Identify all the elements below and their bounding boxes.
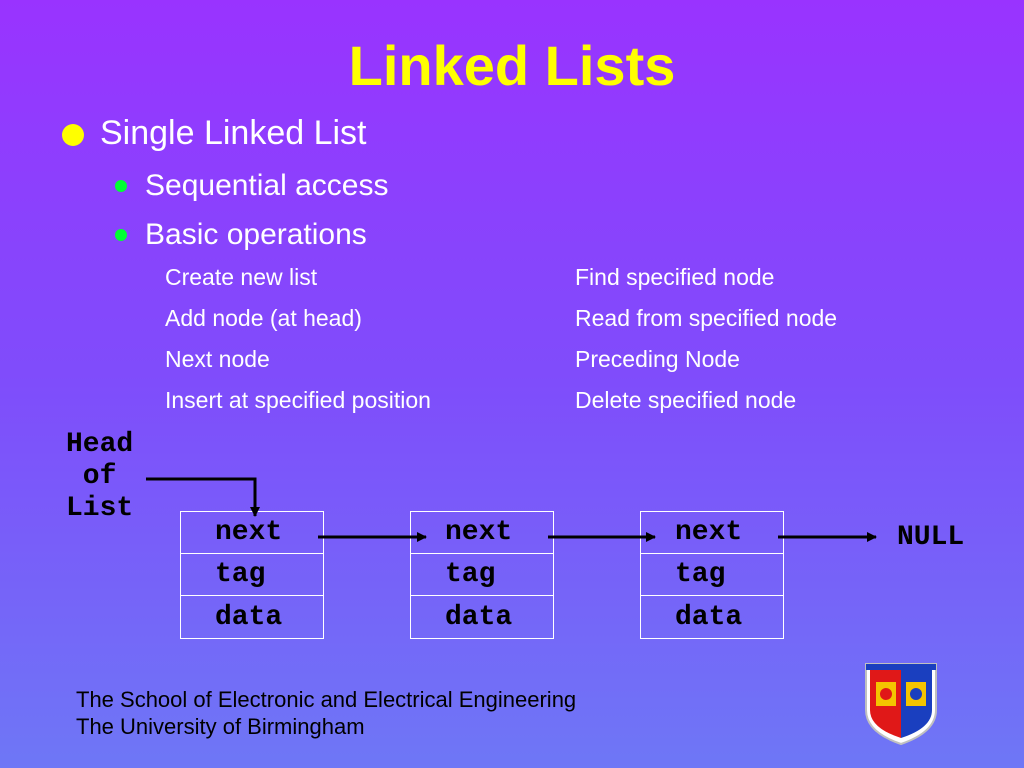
node-next-field: next: [641, 512, 783, 554]
operations-list-left: Create new list Add node (at head) Next …: [165, 264, 431, 428]
operation-item: Add node (at head): [165, 305, 362, 331]
bullet-text: Sequential access: [145, 169, 389, 202]
node-tag-field: tag: [411, 554, 553, 596]
operation-item: Preceding Node: [575, 346, 740, 372]
operation-item: Find specified node: [575, 264, 775, 290]
node-next-field: next: [411, 512, 553, 554]
yellow-bullet-icon: [62, 124, 84, 147]
null-terminator-label: NULL: [897, 522, 965, 553]
bullet-sequential-access: Sequential access: [115, 168, 389, 204]
operation-item: Delete specified node: [575, 387, 797, 413]
footer: The School of Electronic and Electrical …: [76, 687, 576, 741]
operation-item: Create new list: [165, 264, 318, 290]
footer-school: The School of Electronic and Electrical …: [76, 687, 577, 712]
head-pointer-arrow: [146, 477, 260, 517]
list-node-1: next tag data: [180, 511, 324, 639]
operation-item: Next node: [165, 346, 270, 372]
list-node-3: next tag data: [640, 511, 784, 639]
operation-item: Insert at specified position: [165, 387, 431, 413]
green-bullet-icon: [115, 180, 127, 192]
operations-list-right: Find specified node Read from specified …: [575, 264, 837, 428]
head-of-list-label: Head of List: [66, 429, 134, 525]
node-data-field: data: [675, 601, 743, 633]
node-tag-field: tag: [181, 554, 323, 596]
node-next-field: next: [181, 512, 323, 554]
bullet-text: Basic operations: [145, 218, 367, 251]
footer-university: The University of Birmingham: [76, 713, 365, 739]
bullet-text: Single Linked List: [100, 114, 367, 152]
bullet-basic-operations: Basic operations: [115, 217, 367, 253]
green-bullet-icon: [115, 229, 127, 241]
list-node-2: next tag data: [410, 511, 554, 639]
node-data-field: data: [445, 601, 513, 633]
node-tag-field: tag: [641, 554, 783, 596]
slide-title: Linked Lists: [348, 34, 676, 97]
bullet-single-linked-list: Single Linked List: [62, 113, 367, 154]
university-crest-logo: [865, 663, 937, 746]
operation-item: Read from specified node: [575, 305, 838, 331]
node-data-field: data: [215, 601, 283, 633]
